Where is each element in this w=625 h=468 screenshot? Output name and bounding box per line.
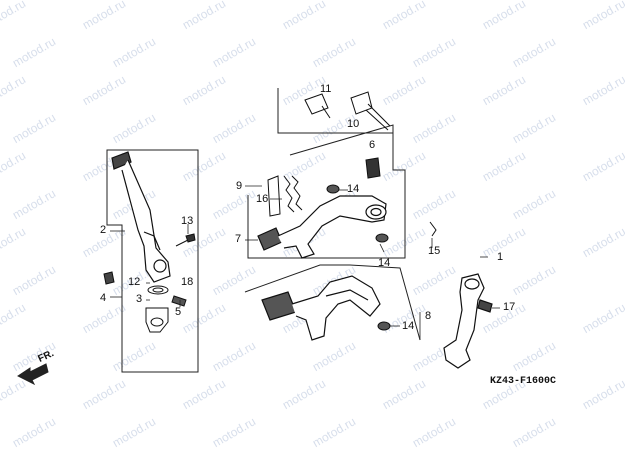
washer-14a <box>326 184 340 194</box>
brake-group-bracket <box>244 264 421 341</box>
brake-pedal <box>261 275 381 341</box>
callout-12: 12 <box>128 276 141 288</box>
bolt-6 <box>365 157 381 179</box>
kick-spindle-parts <box>103 233 196 333</box>
washer-14b <box>375 233 389 243</box>
callout-1: 1 <box>497 251 504 263</box>
diagram-code: KZ43-F1600C <box>490 376 557 387</box>
callout-9: 9 <box>236 180 243 192</box>
callout-14-upper: 14 <box>347 183 360 195</box>
callout-8: 8 <box>425 310 432 322</box>
washer-14c <box>377 321 391 331</box>
kick-group-bracket <box>106 149 199 373</box>
front-arrow-icon <box>17 363 49 386</box>
kick-lever <box>111 151 171 283</box>
callout-6: 6 <box>369 139 376 151</box>
callout-7: 7 <box>235 233 242 245</box>
pivot-bolts <box>304 91 391 131</box>
bolt-group-bracket <box>277 88 393 134</box>
leader-lines <box>110 185 500 340</box>
callout-11: 11 <box>320 83 332 95</box>
pin-15 <box>429 221 437 237</box>
callout-14-lower: 14 <box>402 320 415 332</box>
callout-14-middle: 14 <box>378 257 391 269</box>
callout-2: 2 <box>100 224 107 236</box>
callout-10: 10 <box>347 118 360 130</box>
callout-3: 3 <box>136 293 143 305</box>
callout-18: 18 <box>181 276 194 288</box>
callout-4: 4 <box>100 292 107 304</box>
callout-16: 16 <box>256 193 269 205</box>
callout-17: 17 <box>503 301 516 313</box>
gearshift-pedal <box>257 195 387 259</box>
callout-5: 5 <box>175 306 182 318</box>
callout-13: 13 <box>181 215 194 227</box>
shift-spring <box>267 175 303 217</box>
brake-arm <box>443 273 493 369</box>
shift-group-bracket <box>247 124 406 259</box>
callout-15: 15 <box>428 245 441 257</box>
